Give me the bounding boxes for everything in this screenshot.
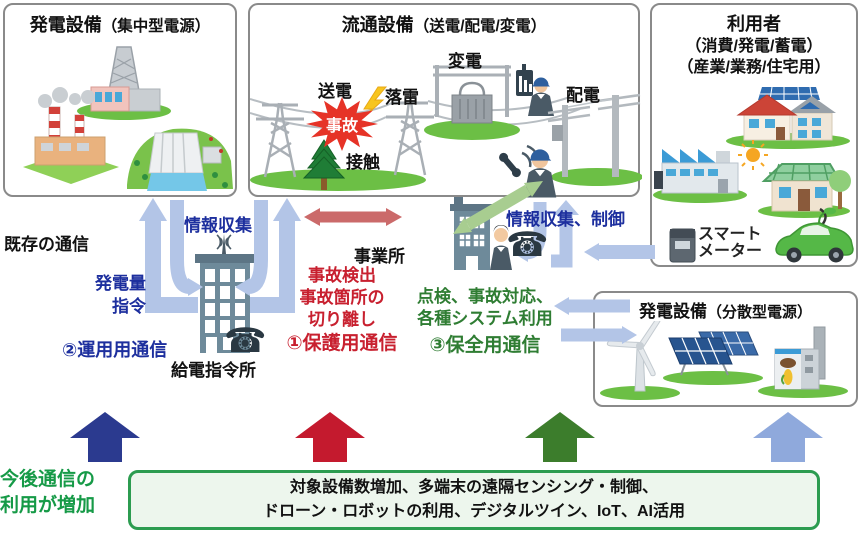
users-subtitle2: （産業/業務/住宅用） bbox=[677, 59, 831, 76]
houses-icon bbox=[726, 86, 850, 149]
maintenance-text-block: 点検、事故対応、 各種システム利用 ③保全用通信 bbox=[404, 286, 566, 357]
future-caption-line1: 今後通信の bbox=[0, 469, 96, 490]
ev-car-icon bbox=[775, 207, 854, 263]
smart-meter-label-line1: スマート bbox=[698, 226, 762, 243]
existing-comm-label: 既存の通信 bbox=[4, 235, 89, 254]
operation-comm-label: ②運用用通信 bbox=[62, 340, 168, 360]
central-generation-title-main: 発電設備 bbox=[29, 15, 102, 35]
central-generation-title: 発電設備（集中型電源） bbox=[5, 11, 235, 37]
grid-facilities-title-sub: （送電/配電/変電） bbox=[413, 18, 547, 35]
lightning-label: 落雷 bbox=[385, 88, 419, 107]
future-arrow-operation bbox=[70, 412, 140, 462]
protection-line2: 事故箇所の bbox=[299, 288, 385, 307]
distribution-label: 配電 bbox=[566, 86, 600, 105]
generation-command-label: 発電量 指令 bbox=[76, 272, 146, 318]
distributed-generation-title-sub: （分散型電源） bbox=[706, 304, 812, 321]
office-building-icon bbox=[450, 197, 512, 270]
future-arrow-maintenance bbox=[525, 412, 595, 462]
protection-text-block: 事故検出 事故箇所の 切り離し ①保護用通信 bbox=[278, 265, 406, 355]
future-usage-line1: 対象設備数増加、多端末の遠隔センシング・制御、 bbox=[289, 479, 658, 496]
meter-device-icon bbox=[516, 64, 533, 96]
users-box: 利用者 （消費/発電/蓄電） （産業/業務/住宅用） bbox=[650, 3, 858, 267]
biomass-plant-icon bbox=[758, 326, 848, 398]
future-usage-line2: ドローン・ロボットの利用、デジタルツイン、IoT、AI活用 bbox=[263, 503, 685, 520]
central-generation-illustration bbox=[23, 46, 233, 191]
wind-turbine-icon bbox=[600, 321, 680, 400]
users-subtitle1: （消費/発電/蓄電） bbox=[685, 38, 823, 55]
contact-label: 接触 bbox=[346, 153, 380, 172]
protection-comm-label: ①保護用通信 bbox=[286, 333, 398, 354]
future-caption-line2: 利用が増加 bbox=[0, 495, 96, 516]
protection-comm-arrow bbox=[304, 208, 402, 226]
users-illustration bbox=[653, 86, 854, 263]
tree-icon bbox=[302, 139, 346, 190]
protection-line1: 事故検出 bbox=[308, 266, 376, 285]
sun-icon bbox=[738, 140, 768, 170]
maintenance-line1: 点検、事故対応、 bbox=[417, 287, 553, 306]
substation-label: 変電 bbox=[448, 52, 482, 71]
lightning-icon bbox=[361, 86, 388, 120]
office-phone-icon: ☎ bbox=[506, 226, 549, 264]
smart-meter-label-line2: メーター bbox=[698, 243, 763, 260]
smart-meter-label: スマート メーター bbox=[698, 226, 762, 260]
dispatch-phone-icon: ☎ bbox=[224, 322, 267, 360]
future-usage-box: 対象設備数増加、多端末の遠隔センシング・制御、 ドローン・ロボットの利用、デジタ… bbox=[128, 470, 820, 530]
antenna-icon bbox=[216, 234, 232, 254]
central-generation-box: 発電設備（集中型電源） bbox=[3, 3, 237, 197]
users-title-main: 利用者 bbox=[727, 14, 781, 34]
maintenance-line2: 各種システム利用 bbox=[417, 309, 553, 328]
thermal-plant-icon bbox=[23, 87, 119, 184]
distributed-generation-title: 発電設備（分散型電源） bbox=[595, 297, 856, 322]
grid-facilities-title: 流通設備（送電/配電/変電） bbox=[250, 11, 638, 37]
distribution-pole-icon bbox=[547, 93, 642, 186]
generation-command-line2: 指令 bbox=[112, 297, 146, 316]
protection-line3: 切り離し bbox=[308, 310, 376, 329]
central-generation-title-sub: （集中型電源） bbox=[101, 18, 211, 35]
distributed-generation-box: 発電設備（分散型電源） bbox=[593, 291, 858, 407]
maintenance-comm-label: ③保全用通信 bbox=[429, 335, 541, 356]
grid-facilities-title-main: 流通設備 bbox=[341, 15, 414, 35]
info-collect-label: 情報収集 bbox=[184, 216, 252, 235]
grid-facilities-illustration bbox=[250, 64, 642, 198]
substation-icon bbox=[424, 65, 520, 140]
generation-command-line1: 発電量 bbox=[95, 274, 146, 293]
transmission-label: 送電 bbox=[318, 82, 352, 101]
future-caption: 今後通信の 利用が増加 bbox=[0, 467, 95, 519]
accident-label: 事故 bbox=[325, 118, 358, 135]
distributed-generation-title-main: 発電設備 bbox=[638, 302, 707, 321]
solar-house-icon bbox=[758, 163, 851, 218]
future-arrow-protection bbox=[295, 412, 365, 462]
office-label: 事業所 bbox=[354, 247, 405, 266]
distributed-generation-illustration bbox=[600, 321, 848, 400]
users-title: 利用者 （消費/発電/蓄電） （産業/業務/住宅用） bbox=[652, 10, 856, 78]
factory-icon bbox=[653, 149, 747, 203]
smart-meter-icon bbox=[669, 228, 696, 263]
grid-facilities-box: 流通設備（送電/配電/変電） bbox=[248, 3, 642, 198]
solar-panel-icon bbox=[663, 331, 763, 385]
smart-meter-arrow bbox=[584, 243, 655, 261]
hydro-dam-icon bbox=[127, 128, 233, 191]
dispatch-office-label: 給電指令所 bbox=[171, 361, 256, 380]
office-staff-icon bbox=[490, 225, 512, 270]
power-plant-icon bbox=[77, 46, 171, 120]
future-arrow-users bbox=[753, 412, 823, 462]
